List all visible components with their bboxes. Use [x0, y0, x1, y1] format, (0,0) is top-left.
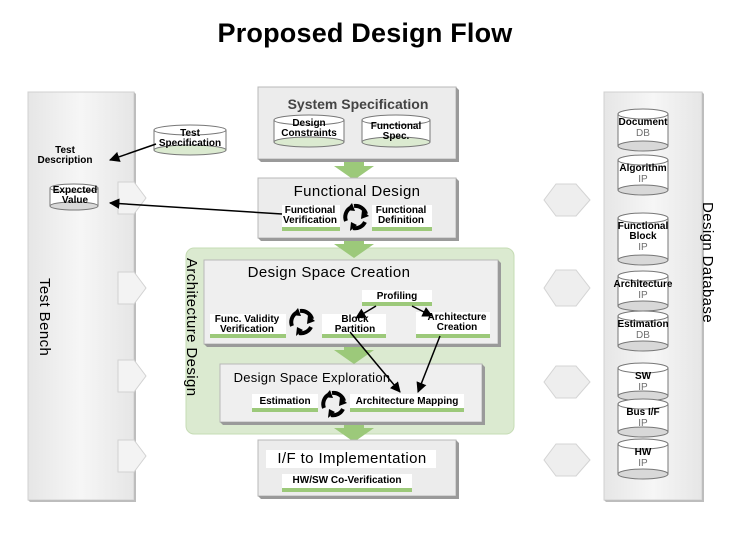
design-database-label: Design Database	[699, 202, 716, 324]
functional-verification-label: Functional Verification	[283, 205, 337, 226]
db-item-name: Estimation	[617, 319, 669, 330]
design-constraints-label: Design Constraints	[281, 118, 337, 139]
db-item-type: DB	[636, 330, 650, 341]
expected-value-label: Expected Value	[46, 186, 104, 206]
db-item-name: HW	[634, 447, 652, 458]
db-item-name: SW	[634, 371, 652, 382]
estimation-label: Estimation	[259, 396, 311, 407]
db-cylinder	[617, 108, 669, 152]
db-cylinder	[617, 212, 669, 266]
db-cylinder	[617, 398, 669, 438]
db-item-type: IP	[638, 382, 648, 393]
db-cylinders	[617, 108, 669, 480]
db-cylinder	[617, 270, 669, 312]
db-item-type: IP	[638, 174, 648, 185]
test-bench-label: Test Bench	[36, 278, 53, 357]
db-cylinder	[617, 310, 669, 352]
block-partition-label: Block Partition	[334, 314, 376, 335]
db-item-name: Algorithm	[619, 163, 667, 174]
architecture-creation-label: Architecture Creation	[427, 312, 487, 333]
profiling-label: Profiling	[376, 291, 418, 302]
implementation-title: I/F to Implementation	[277, 450, 427, 467]
test-description-text: Test Description	[37, 145, 93, 166]
dse-panel	[219, 363, 485, 425]
dse-title: Design Space Exploration	[233, 370, 391, 385]
db-item-type: DB	[636, 128, 650, 139]
db-item-name: Document	[618, 117, 668, 128]
db-item-type: IP	[638, 458, 648, 469]
test-description-label: Test Description	[30, 146, 100, 166]
design-constraints-cylinder	[273, 114, 345, 148]
functional-spec-label: Functional Spec.	[370, 121, 422, 142]
test-spec-cylinder	[153, 124, 227, 156]
db-item-type: IP	[638, 290, 648, 301]
page-title: Proposed Design Flow	[217, 18, 513, 48]
functional-definition-label: Functional Definition	[375, 205, 427, 226]
flow-arrows	[334, 160, 374, 442]
architecture-mapping-label: Architecture Mapping	[355, 396, 459, 407]
db-item-name: Architecture	[613, 279, 673, 290]
hw-sw-coverification-label: HW/SW Co-Verification	[292, 475, 402, 486]
black-arrows	[108, 143, 441, 393]
db-cylinder	[617, 154, 669, 196]
functional-design-title: Functional Design	[293, 183, 421, 200]
test-bench-chevrons	[117, 181, 147, 473]
dsc-title: Design Space Creation	[247, 264, 411, 281]
db-cylinder	[617, 438, 669, 480]
system-spec-title: System Specification	[287, 96, 429, 112]
expected-value-text: Expected Value	[52, 185, 98, 206]
db-item-type: IP	[638, 242, 648, 253]
architecture-design-label: Architecture Design	[183, 258, 200, 397]
expected-value-cylinder	[49, 183, 99, 211]
db-item-name: Functional Block	[617, 221, 669, 242]
func-validity-label: Func. Validity Verification	[214, 314, 280, 335]
db-item-name: Bus I/F	[626, 407, 660, 418]
database-chevrons	[543, 183, 591, 477]
db-item-type: IP	[638, 418, 648, 429]
db-cylinder	[617, 362, 669, 402]
test-specification-label: Test Specification	[158, 128, 222, 149]
functional-spec-cylinder	[361, 114, 431, 148]
